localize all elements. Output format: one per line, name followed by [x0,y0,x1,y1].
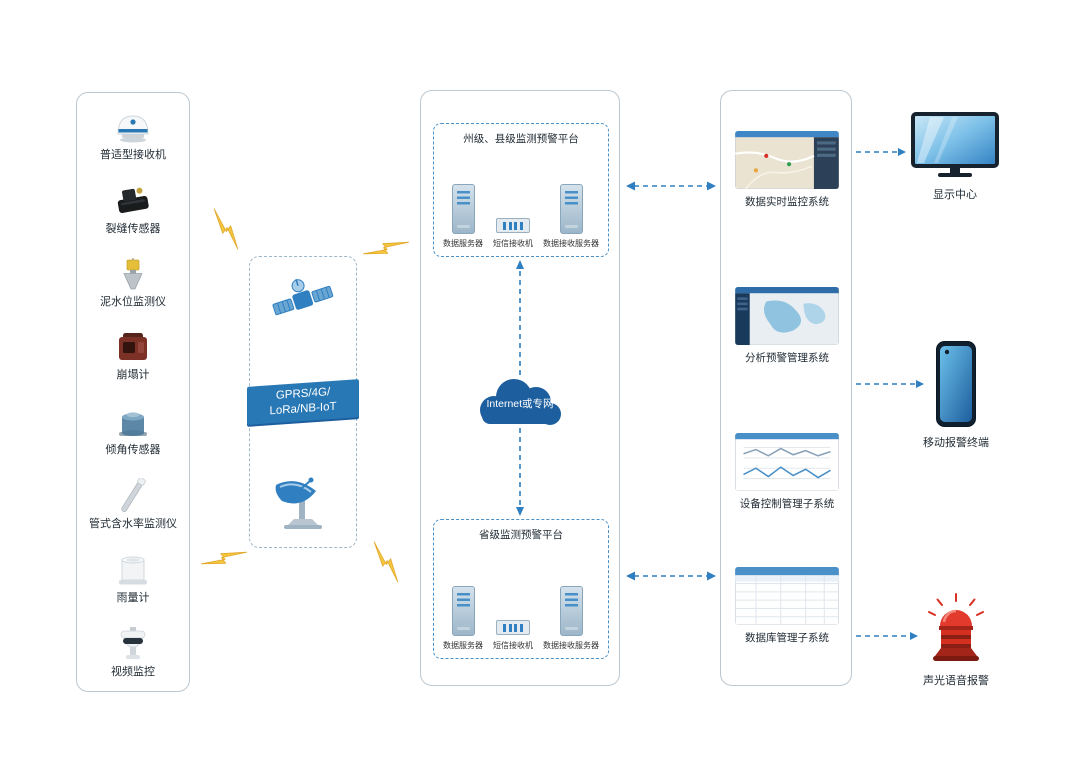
sms-receiver-icon [496,620,530,635]
network-label: GPRS/4G/ LoRa/NB-IoT [247,379,359,425]
data-server-icon [451,184,475,234]
sms-receiver: 短信接收机 [493,218,533,249]
sensors-panel: 普适型接收机 裂缝传感器 泥水位监测仪 [76,92,190,692]
system-label: 分析预警管理系统 [745,352,829,364]
sensor-label: 普适型接收机 [100,149,166,161]
device-label: 数据接收服务器 [543,239,599,248]
network-box: GPRS/4G/ LoRa/NB-IoT [247,256,359,548]
sensor-label: 视频监控 [111,665,155,678]
sensor-label: 裂缝传感器 [105,223,161,236]
device-label: 数据接收服务器 [543,641,599,650]
device-label: 短信接收机 [493,239,533,248]
sensor-item-collapse-meter: 崩塌计 [111,330,155,382]
rain-gauge-icon [119,556,147,585]
prefecture-platform-box: 州级、县级监测预警平台 数据服务器 短信接收机 数据接收服务器 [433,123,609,257]
data-server: 数据服务器 [443,184,483,249]
system-item-device-control: 设备控制管理子系统 [735,433,839,511]
output-display-center: 显示中心 [903,112,1007,202]
data-receiving-server-icon [559,586,583,636]
prefecture-devices: 数据服务器 短信接收机 数据接收服务器 [443,184,599,249]
lightning-bolt-icon [213,208,239,250]
ptz-camera-icon [120,626,146,659]
device-label: 数据服务器 [443,239,483,248]
gis-analysis-thumbnail [735,287,839,345]
sensor-label: 崩塌计 [116,369,150,382]
sms-receiver-icon [496,218,530,233]
system-item-database-management: 数据库管理子系统 [735,567,839,645]
systems-panel: 数据实时监控系统 分析预警管理系统 [720,90,852,686]
lightning-bolt-icon [200,551,248,565]
system-item-analysis-warning: 分析预警管理系统 [735,287,839,365]
siren-icon [928,593,984,661]
smartphone-icon [936,341,976,427]
system-label: 设备控制管理子系统 [739,498,835,510]
system-label: 数据实时监控系统 [745,196,829,208]
province-platform-box: 省级监测预警平台 数据服务器 短信接收机 数据接收服务器 [433,519,609,659]
sensor-item-crack-sensor: 裂缝传感器 [106,183,161,236]
sensor-label: 雨量计 [116,591,150,604]
province-platform-title: 省级监测预警平台 [479,529,563,541]
internet-cloud: Internet或专网 [472,370,568,430]
data-receiving-server-icon [559,184,583,234]
sensor-item-tube-moisture-gauge: 管式含水率监测仪 [89,478,177,531]
tube-moisture-gauge-icon [121,478,146,513]
cloud-label: Internet或专网 [486,398,554,410]
data-server: 数据服务器 [443,586,483,651]
charts-thumbnail [735,433,839,491]
data-server-icon [451,586,475,636]
crack-sensor-icon [117,188,149,214]
output-sound-light-alarm: 声光语音报警 [915,592,997,688]
sensor-label: 泥水位监测仪 [100,295,166,308]
prefecture-platform-title: 州级、县级监测预警平台 [463,133,579,145]
output-label: 显示中心 [933,189,977,201]
map-dashboard-thumbnail [735,131,839,189]
cloud-icon [480,379,561,425]
province-devices: 数据服务器 短信接收机 数据接收服务器 [443,586,599,651]
system-item-realtime-monitoring: 数据实时监控系统 [735,131,839,209]
sensor-item-video-camera: 视频监控 [111,626,155,679]
radar-dish-icon [275,477,322,529]
lightning-bolt-icon [362,241,410,255]
data-receiving-server: 数据接收服务器 [543,586,599,651]
sensor-item-gnss-receiver: 普适型接收机 [100,107,166,162]
mud-level-gauge-icon [123,257,143,290]
tilt-sensor-icon [119,412,147,436]
output-label: 移动报警终端 [923,437,989,449]
sms-receiver: 短信接收机 [493,620,533,651]
device-label: 短信接收机 [493,641,533,650]
sensor-label: 管式含水率监测仪 [89,518,177,531]
sensor-label: 倾角传感器 [105,443,161,456]
sensor-item-mud-level-gauge: 泥水位监测仪 [100,257,166,309]
collapse-meter-icon [119,333,147,361]
lightning-bolt-icon [373,541,399,583]
monitor-icon [911,112,999,177]
sensor-item-rain-gauge: 雨量计 [111,553,155,605]
system-label: 数据库管理子系统 [745,632,829,644]
satellite-icon [272,278,334,316]
sensor-item-tilt-sensor: 倾角传感器 [106,404,161,457]
device-label: 数据服务器 [443,641,483,650]
gnss-receiver-icon [117,115,149,143]
data-receiving-server: 数据接收服务器 [543,184,599,249]
output-mobile-terminal: 移动报警终端 [922,340,990,450]
data-table-thumbnail [735,567,839,625]
output-label: 声光语音报警 [923,675,989,687]
